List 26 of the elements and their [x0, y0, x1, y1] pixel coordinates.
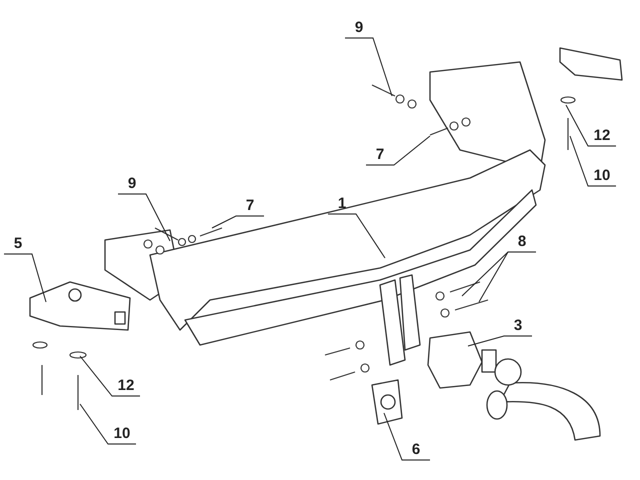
leader-line	[328, 214, 386, 258]
leader-line	[4, 254, 46, 302]
callout-number: 3	[504, 316, 532, 336]
callout-number: 9	[118, 174, 146, 194]
leader-line	[570, 136, 616, 186]
callout-number: 8	[508, 232, 536, 252]
callout-number: 7	[236, 196, 264, 216]
leader-line	[344, 38, 392, 96]
callout-number: 7	[366, 145, 394, 165]
callout-number: 10	[108, 424, 136, 444]
leader-line	[366, 136, 430, 166]
leader-line	[468, 336, 532, 346]
leader-line	[80, 356, 140, 396]
leader-line	[566, 104, 616, 146]
leader-line	[118, 194, 170, 242]
leader-line	[212, 216, 264, 228]
leader-line	[384, 412, 430, 460]
callout-number: 5	[4, 234, 32, 254]
callout-number: 9	[345, 18, 373, 38]
callout-number: 10	[588, 166, 616, 186]
callout-number: 1	[328, 194, 356, 214]
callout-number: 12	[588, 126, 616, 146]
callout-number: 12	[112, 376, 140, 396]
leader-line	[80, 404, 136, 444]
callout-number: 6	[402, 440, 430, 460]
leader-line	[478, 252, 536, 302]
